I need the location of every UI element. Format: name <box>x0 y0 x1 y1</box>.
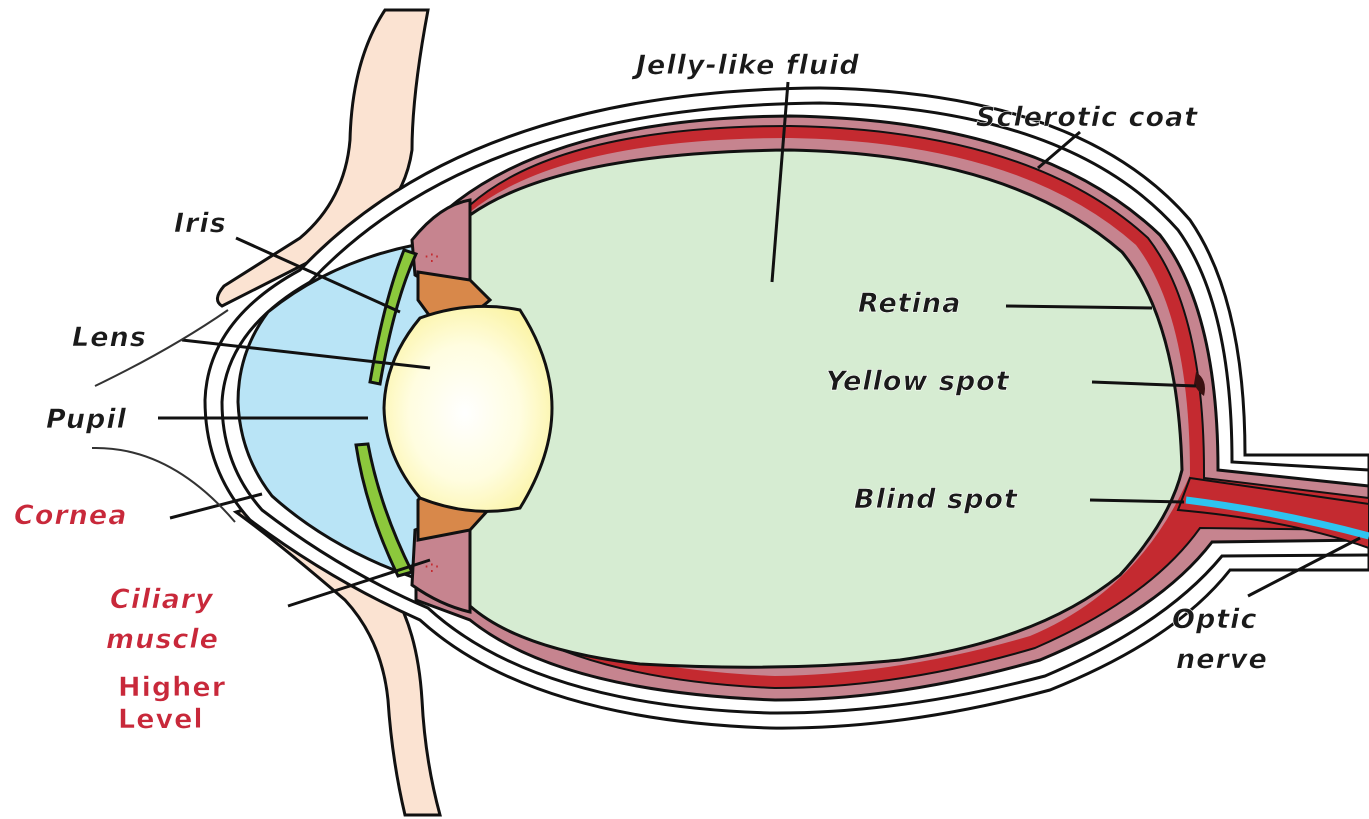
label-retina: Retina <box>858 288 961 319</box>
ciliary-mark-upper: ·:· <box>424 247 440 266</box>
label-higher-level-line1: Higher <box>118 672 226 703</box>
label-pupil: Pupil <box>46 404 127 435</box>
label-sclerotic-coat: Sclerotic coat <box>976 102 1198 133</box>
leader-retina <box>1006 306 1152 308</box>
label-ciliary-muscle-line1: Ciliary <box>110 584 214 615</box>
label-cornea: Cornea <box>14 500 127 531</box>
label-jelly-like-fluid: Jelly-like fluid <box>631 50 860 81</box>
label-iris: Iris <box>174 208 227 239</box>
lens <box>384 306 552 511</box>
label-ciliary-muscle-line2: muscle <box>106 624 219 655</box>
vitreous-body <box>470 150 1182 667</box>
label-blind-spot: Blind spot <box>854 484 1018 515</box>
label-optic-nerve-line1: Optic <box>1172 604 1257 635</box>
label-yellow-spot: Yellow spot <box>826 366 1010 397</box>
label-lens: Lens <box>72 322 147 353</box>
label-optic-nerve-line2: nerve <box>1176 644 1268 675</box>
label-higher-level-line2: Level <box>118 704 204 735</box>
leader-blind-spot <box>1090 500 1184 502</box>
